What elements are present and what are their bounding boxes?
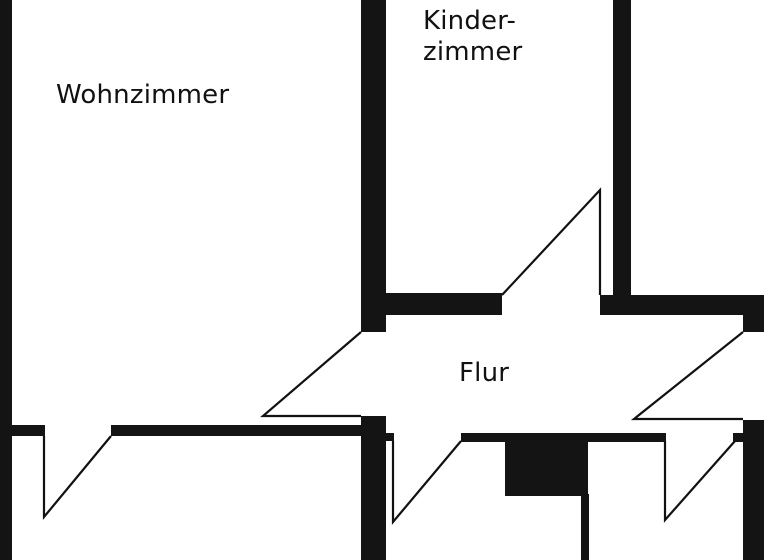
wall-wohnzimmer-kinderzimmer bbox=[361, 0, 386, 332]
door-swing-flur-right bbox=[630, 331, 744, 421]
wall-kinderzimmer-right bbox=[613, 0, 631, 300]
wall-flur-right-upper bbox=[743, 295, 764, 332]
wall-kinderzimmer-bottom-left bbox=[361, 293, 502, 315]
door-swing-flur-bottom-right bbox=[663, 440, 736, 523]
room-label-kinderzimmer: Kinder- zimmer bbox=[423, 6, 523, 67]
wall-thin-vertical bbox=[581, 494, 589, 560]
door-swing-flur-bottom-left bbox=[391, 440, 462, 526]
room-label-wohnzimmer: Wohnzimmer bbox=[56, 80, 230, 110]
wall-flur-left-lower bbox=[361, 416, 386, 560]
door-swing-wohnzimmer-flur bbox=[260, 331, 362, 418]
wall-flur-left-lower-nib bbox=[386, 433, 394, 441]
wall-flur-right-lower bbox=[743, 420, 764, 560]
wall-flur-bottom bbox=[461, 433, 666, 442]
wall-flur-top-right bbox=[600, 295, 764, 315]
chimney-block bbox=[505, 440, 588, 496]
door-swing-wohnzimmer-lower bbox=[42, 435, 112, 521]
wall-wohnzimmer-bottom-stub bbox=[0, 425, 45, 436]
door-swing-kinderzimmer bbox=[501, 187, 602, 296]
wall-wohnzimmer-bottom bbox=[111, 425, 386, 436]
wall-left-outer bbox=[0, 0, 12, 560]
wall-flur-right-lower-nib bbox=[733, 433, 745, 442]
room-label-flur: Flur bbox=[459, 358, 510, 388]
